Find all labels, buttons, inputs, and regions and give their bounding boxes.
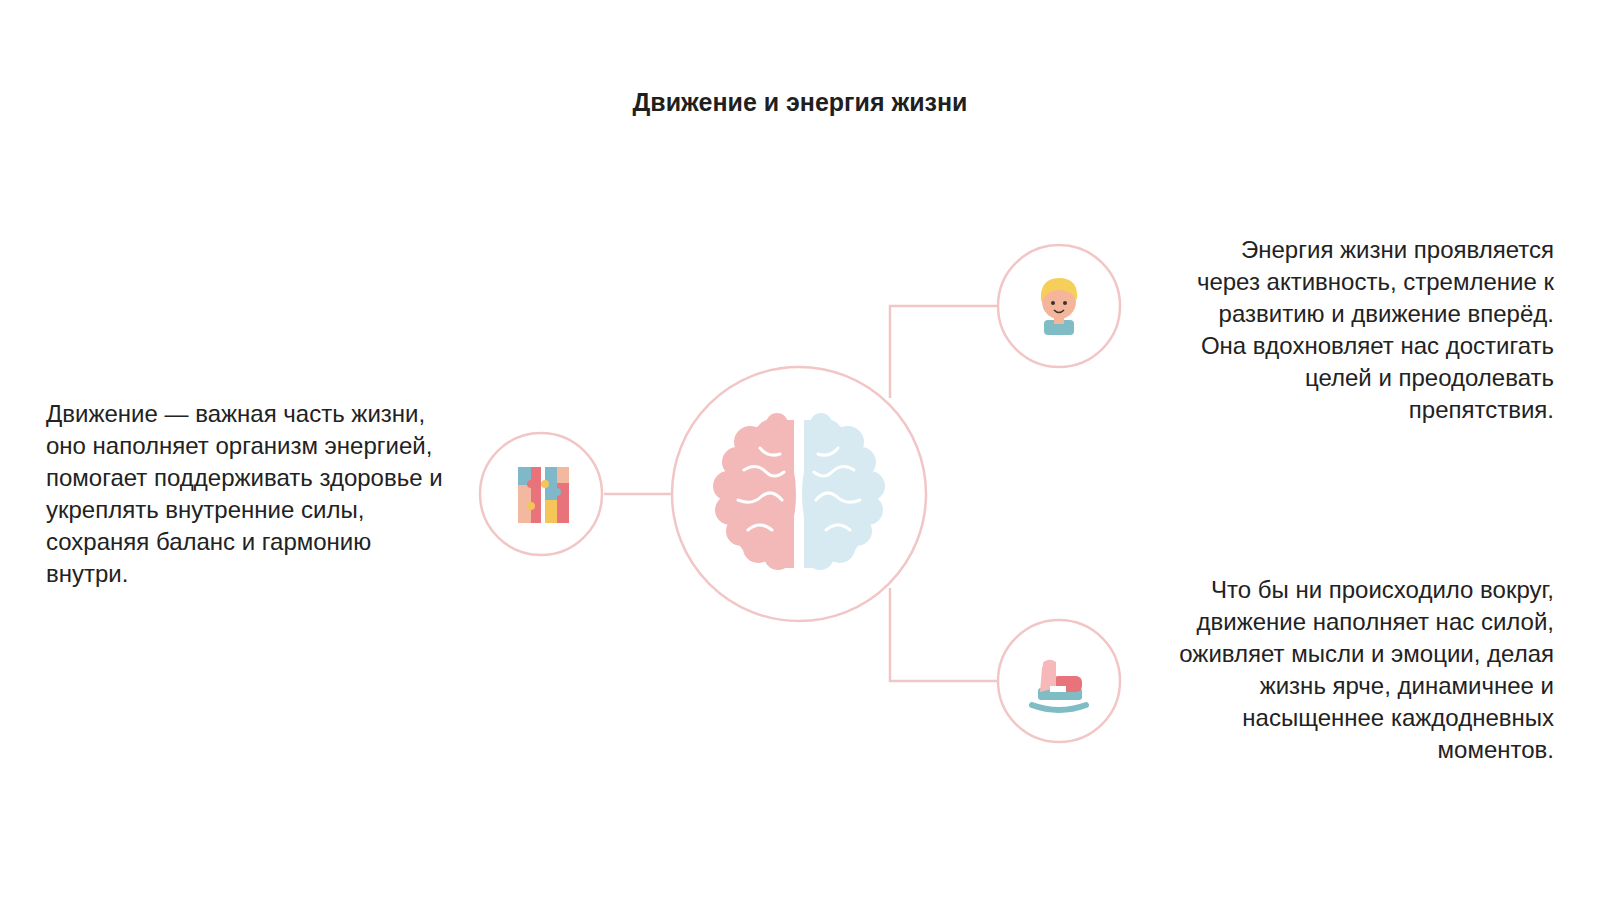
- diagram-title: Движение и энергия жизни: [0, 86, 1600, 118]
- leader-lines: [604, 306, 998, 681]
- description-text: Движение — важная часть жизни, оно напол…: [46, 398, 446, 590]
- circle-outline: [480, 433, 602, 555]
- circle-outline: [998, 245, 1120, 367]
- text-circle-node: Энергия жизни проявляется через активнос…: [990, 226, 1560, 456]
- node-circle: [40, 320, 640, 670]
- circle-outline: [998, 620, 1120, 742]
- child-icon: [1041, 278, 1077, 335]
- text-circle-node: Движение — важная часть жизни, оно напол…: [40, 320, 640, 670]
- description-text: Энергия жизни проявляется через активнос…: [1180, 234, 1554, 426]
- center-circle: [672, 367, 926, 621]
- blocks-icon: [518, 467, 569, 523]
- brain-icon: [713, 413, 885, 570]
- rocking-horse-icon: [1032, 660, 1086, 710]
- text-circle-node: Что бы ни происходило вокруг, движение н…: [990, 566, 1560, 796]
- description-text: Что бы ни происходило вокруг, движение н…: [1160, 574, 1554, 766]
